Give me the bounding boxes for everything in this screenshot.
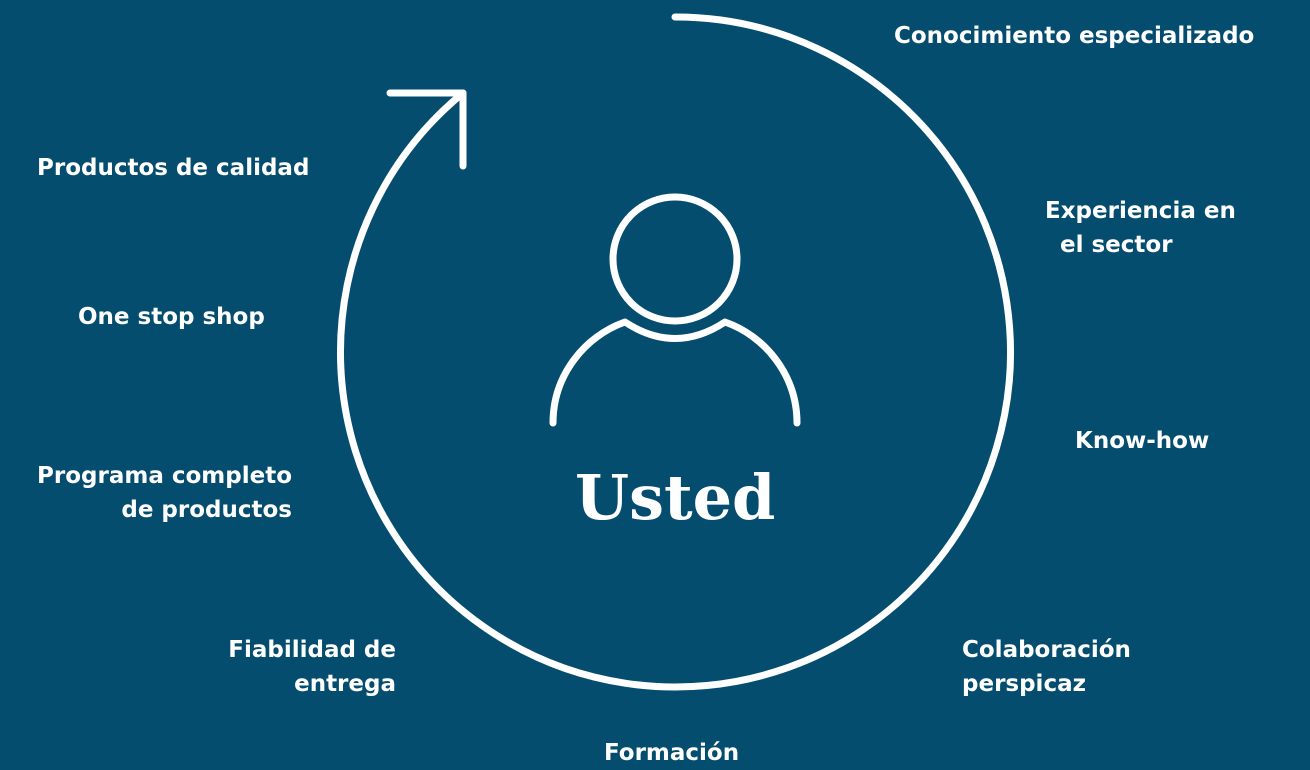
label-line: One stop shop xyxy=(78,304,265,330)
label-conocimiento-especializado: Conocimiento especializado xyxy=(894,19,1254,53)
label-know-how: Know-how xyxy=(1075,424,1209,458)
cycle-arrowhead xyxy=(386,89,467,170)
label-line: Experiencia en xyxy=(1045,198,1236,224)
label-line: Know-how xyxy=(1075,428,1210,454)
label-programa-completo: Programa completo de productos xyxy=(25,459,292,527)
label-fiabilidad-entrega: Fiabilidad de entrega xyxy=(196,633,396,701)
person-head xyxy=(609,193,741,325)
center-title: Usted xyxy=(575,461,776,534)
label-experiencia-sector: Experiencia en el sector xyxy=(1045,194,1236,262)
label-line: Colaboración xyxy=(962,637,1131,663)
cycle-arc xyxy=(337,13,1014,691)
label-line: Programa completo xyxy=(37,463,292,489)
label-line: perspicaz xyxy=(962,671,1086,697)
person-body xyxy=(549,318,801,427)
label-line: de productos xyxy=(121,497,292,523)
label-line: Formación xyxy=(604,740,740,766)
label-line: Conocimiento especializado xyxy=(894,23,1255,49)
label-colaboracion-perspicaz: Colaboración perspicaz xyxy=(962,633,1131,701)
cycle-arrow-icon xyxy=(337,13,1014,691)
label-one-stop-shop: One stop shop xyxy=(78,300,265,334)
person-icon xyxy=(549,193,801,427)
label-line: Fiabilidad de xyxy=(228,637,396,663)
label-line: Productos de calidad xyxy=(37,155,310,181)
label-line: entrega xyxy=(294,671,396,697)
label-productos-calidad: Productos de calidad xyxy=(37,151,309,185)
label-line: el sector xyxy=(1060,232,1173,258)
label-formacion: Formación xyxy=(604,736,739,770)
